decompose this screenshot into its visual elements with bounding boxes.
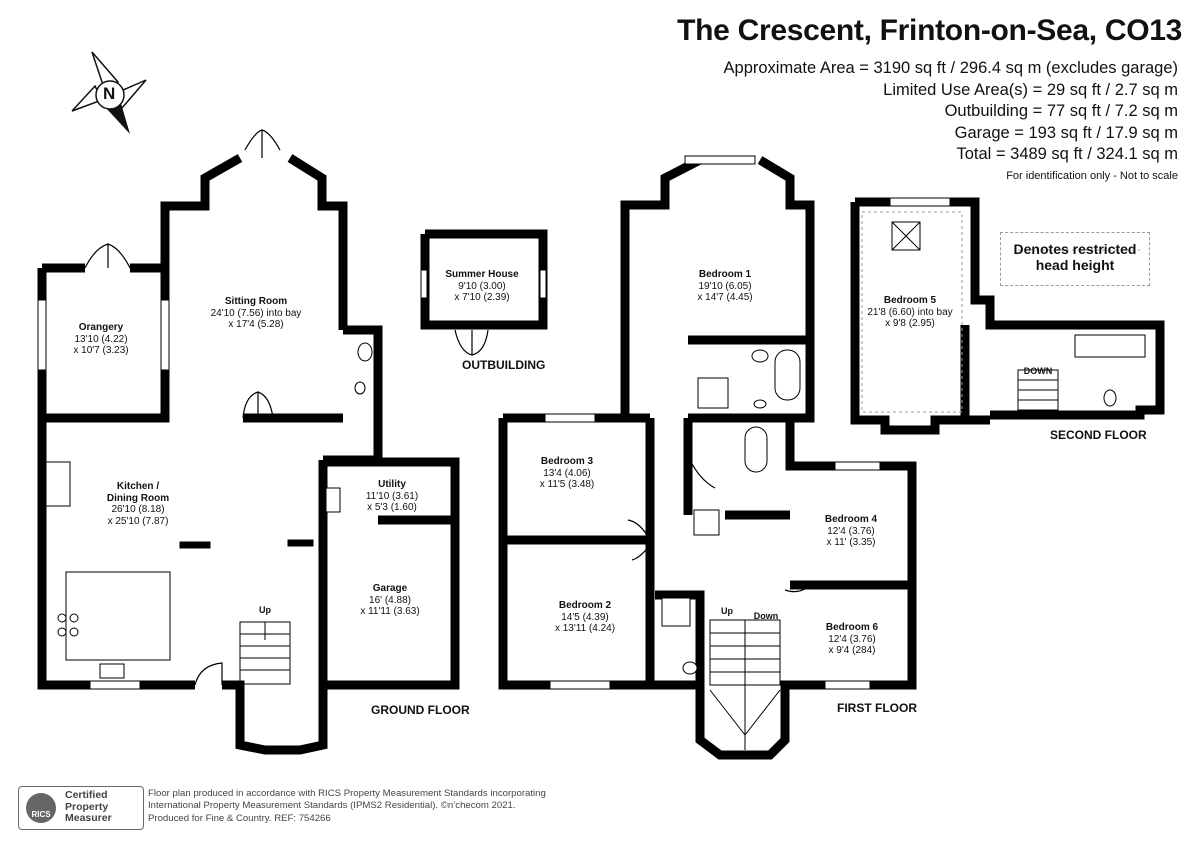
floor-label-first: FIRST FLOOR xyxy=(837,701,917,715)
footer-line: International Property Measurement Stand… xyxy=(148,800,516,812)
stairs-up-label: Up xyxy=(259,605,271,615)
room-name: Dining Room xyxy=(106,492,170,504)
area-garage: Garage = 193 sq ft / 17.9 sq m xyxy=(954,123,1178,142)
room-dim: 9'10 (3.00) xyxy=(458,280,506,292)
room-dim: x 11' (3.35) xyxy=(826,537,876,548)
legend-line: head height xyxy=(1035,257,1115,273)
legend-line: Denotes restricted xyxy=(1013,241,1137,257)
area-approx: Approximate Area = 3190 sq ft / 296.4 sq… xyxy=(723,59,1178,77)
room-utility: Utility 11'10 (3.61) x 5'3 (1.60) xyxy=(366,479,418,514)
room-dim: x 5'3 (1.60) xyxy=(367,502,417,513)
room-dim: x 11'5 (3.48) xyxy=(539,479,595,490)
room-dim: x 17'4 (5.28) xyxy=(228,319,284,330)
room-orangery: Orangery 13'10 (4.22) x 10'7 (3.23) xyxy=(73,322,128,357)
room-dim: 13'10 (4.22) xyxy=(74,333,128,345)
room-dim: 11'10 (3.61) xyxy=(365,490,419,502)
room-name: Utility xyxy=(378,479,406,490)
room-dim: 16' (4.88) xyxy=(369,594,411,606)
footer-line: Produced for Fine & Country. REF: 754266 xyxy=(148,812,331,824)
area-summary: Approximate Area = 3190 sq ft / 296.4 sq… xyxy=(724,58,1178,184)
room-dim: 14'5 (4.39) xyxy=(561,611,609,623)
restricted-height-legend: Denotes restricted head height xyxy=(1000,232,1150,286)
room-summer-house: Summer House 9'10 (3.00) x 7'10 (2.39) xyxy=(445,269,518,304)
floor-label-ground: GROUND FLOOR xyxy=(371,703,470,717)
room-kitchen-dining: Kitchen / Dining Room 26'10 (8.18) x 25'… xyxy=(107,481,169,527)
room-name: Summer House xyxy=(445,269,519,280)
room-dim: 26'10 (8.18) xyxy=(111,504,165,515)
room-name: Sitting Room xyxy=(224,296,288,307)
room-garage: Garage 16' (4.88) x 11'11 (3.63) xyxy=(360,583,419,618)
room-bedroom-4: Bedroom 4 12'4 (3.76) x 11' (3.35) xyxy=(825,514,877,549)
stairs-down-label: Down xyxy=(753,611,779,621)
room-dim: x 10'7 (3.23) xyxy=(73,345,129,356)
room-sitting-room: Sitting Room 24'10 (7.56) into bay x 17'… xyxy=(211,296,302,331)
room-name: Bedroom 4 xyxy=(824,514,878,525)
stairs-up-label: Up xyxy=(721,606,733,616)
room-name: Bedroom 6 xyxy=(825,622,879,633)
room-name: Kitchen / xyxy=(116,481,160,492)
badge-line: Certified xyxy=(65,789,108,801)
room-name: Bedroom 2 xyxy=(558,600,612,611)
room-name: Garage xyxy=(372,583,408,594)
room-dim: 12'4 (3.76) xyxy=(827,525,875,537)
floor-label-second: SECOND FLOOR xyxy=(1050,428,1147,442)
stairs-down-label: DOWN xyxy=(1023,366,1053,376)
area-total: Total = 3489 sq ft / 324.1 sq m xyxy=(956,145,1178,163)
area-outbuilding: Outbuilding = 77 sq ft / 7.2 sq m xyxy=(944,102,1178,120)
room-dim: x 9'8 (2.95) xyxy=(885,318,935,329)
badge-line: Measurer xyxy=(65,812,112,824)
page-title: The Crescent, Frinton-on-Sea, CO13 xyxy=(677,14,1182,47)
room-dim: x 9'4 (284) xyxy=(828,645,876,656)
rics-logo-icon: RICS xyxy=(26,793,56,823)
area-limited: Limited Use Area(s) = 29 sq ft / 2.7 sq … xyxy=(883,80,1178,99)
room-name: Bedroom 5 xyxy=(883,295,937,306)
room-dim: 24'10 (7.56) into bay xyxy=(210,307,302,319)
badge-text: Certified Property Measurer xyxy=(65,789,112,825)
floor-label-outbuilding: OUTBUILDING xyxy=(462,358,546,372)
room-dim: x 13'11 (4.24) xyxy=(554,623,616,634)
room-bedroom-1: Bedroom 1 19'10 (6.05) x 14'7 (4.45) xyxy=(697,269,752,304)
room-dim: 19'10 (6.05) xyxy=(698,280,752,292)
rics-badge: RICS Certified Property Measurer xyxy=(18,786,144,830)
room-name: Orangery xyxy=(78,322,124,333)
room-name: Bedroom 3 xyxy=(540,456,594,467)
compass-icon xyxy=(71,51,147,134)
compass-north-label: N xyxy=(103,84,116,103)
room-name: Bedroom 1 xyxy=(698,269,752,280)
room-dim: 21'8 (6.60) into bay xyxy=(867,306,953,318)
room-bedroom-3: Bedroom 3 13'4 (4.06) x 11'5 (3.48) xyxy=(540,456,595,491)
badge-line: Property xyxy=(65,800,109,813)
legend-text: Denotes restricted head height xyxy=(1001,241,1149,273)
room-dim: x 14'7 (4.45) xyxy=(697,292,753,303)
footer-disclaimer: Floor plan produced in accordance with R… xyxy=(148,788,546,825)
room-bedroom-5: Bedroom 5 21'8 (6.60) into bay x 9'8 (2.… xyxy=(867,295,952,330)
footer-line: Floor plan produced in accordance with R… xyxy=(148,788,546,799)
room-dim: x 11'11 (3.63) xyxy=(360,606,420,617)
room-dim: 12'4 (3.76) xyxy=(828,633,876,645)
room-bedroom-2: Bedroom 2 14'5 (4.39) x 13'11 (4.24) xyxy=(555,600,615,635)
room-dim: x 7'10 (2.39) xyxy=(454,292,510,303)
scale-note: For identification only - Not to scale xyxy=(1006,169,1178,182)
room-bedroom-6: Bedroom 6 12'4 (3.76) x 9'4 (284) xyxy=(826,622,878,657)
room-dim: x 25'10 (7.87) xyxy=(107,515,169,527)
room-dim: 13'4 (4.06) xyxy=(543,467,591,479)
